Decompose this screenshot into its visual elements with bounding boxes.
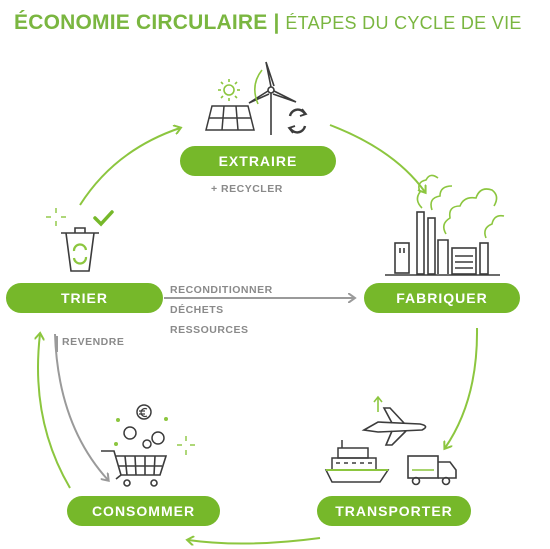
coin-dots (114, 417, 168, 446)
arrow-transporter-to-consommer (188, 538, 321, 544)
arrow-fabriquer-to-transporter (445, 327, 479, 448)
plane-icon (361, 407, 427, 446)
arrow-consommer-to-trier (38, 334, 71, 489)
solar-panel-icon (205, 105, 255, 131)
bin-recycle-icon (72, 243, 88, 265)
factory-icon (385, 211, 500, 276)
step-consommer: CONSOMMER (67, 496, 220, 526)
smoke-icon (416, 174, 505, 239)
up-arrow-icon (373, 395, 383, 412)
label-recycler: + RECYCLER (211, 183, 283, 195)
label-dechets: DÉCHETS (170, 304, 224, 316)
step-extraire: EXTRAIRE (180, 146, 336, 176)
truck-icon (407, 455, 457, 486)
arrow-revendre (54, 333, 108, 480)
arrow-trier-to-extraire (79, 128, 180, 206)
euro-coin-icon (123, 404, 165, 449)
title-separator: | (273, 11, 280, 34)
title-main: ÉCONOMIE CIRCULAIRE (14, 11, 268, 34)
ship-icon (324, 440, 390, 483)
page-title: ÉCONOMIE CIRCULAIRE|ÉTAPES DU CYCLE DE V… (14, 8, 522, 38)
label-reconditionner: RECONDITIONNER (170, 284, 273, 296)
checkmark-icon (93, 210, 114, 227)
shopping-cart-icon (101, 450, 168, 487)
wind-turbine-icon (248, 61, 297, 135)
step-trier: TRIER (6, 283, 163, 313)
euro-symbols (139, 407, 148, 418)
sparkle-icon (177, 436, 195, 455)
step-transporter: TRANSPORTER (317, 496, 471, 526)
step-fabriquer: FABRIQUER (364, 283, 520, 313)
sun-icon (218, 79, 240, 101)
recycle-icon (287, 108, 308, 134)
arrow-extraire-to-fabriquer (329, 124, 425, 192)
sparkle-trier-icon (46, 208, 66, 226)
label-ressources: RESSOURCES (170, 324, 249, 336)
title-sub: ÉTAPES DU CYCLE DE VIE (285, 13, 522, 33)
trash-bin-icon (61, 227, 99, 272)
label-revendre: REVENDRE (62, 336, 125, 348)
